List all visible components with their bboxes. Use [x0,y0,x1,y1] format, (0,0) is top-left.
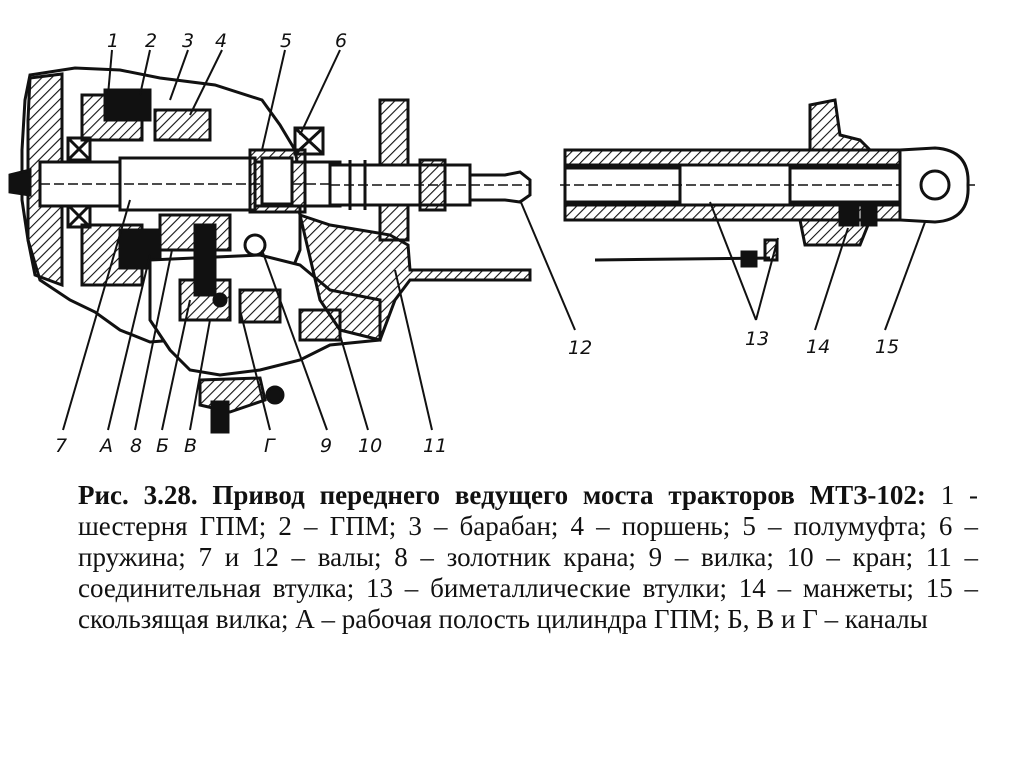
label-15: 15 [875,336,899,358]
figure-caption: Рис. 3.28. Привод переднего ведущего мос… [78,480,978,635]
label-7: 7 [55,435,67,457]
leader-lines [62,49,926,431]
caption-body: 1 - шестерня ГПМ; 2 – ГПМ; 3 – барабан; … [78,480,978,634]
label-A: A [98,435,113,457]
label-3: 3 [182,30,194,52]
label-6: 6 [335,30,347,52]
label-V: В [184,435,197,457]
part-labels: 1 2 3 4 5 6 7 A 8 Б В Г 9 10 11 12 13 14… [55,30,899,457]
label-B: Б [156,435,169,457]
label-G: Г [264,435,276,457]
label-5: 5 [280,30,292,52]
label-10: 10 [358,435,382,457]
label-13: 13 [745,328,769,350]
label-8: 8 [130,435,142,457]
label-14: 14 [806,336,830,358]
left-assembly [8,66,532,434]
caption-title: Рис. 3.28. Привод переднего ведущего мос… [78,480,926,510]
label-1: 1 [107,30,119,52]
label-12: 12 [568,337,592,359]
label-2: 2 [145,30,157,52]
label-9: 9 [320,435,332,457]
label-11: 11 [423,435,447,457]
label-4: 4 [215,30,227,52]
right-assembly [560,98,975,268]
technical-drawing: 1 2 3 4 5 6 7 A 8 Б В Г 9 10 11 12 13 14… [8,30,975,457]
